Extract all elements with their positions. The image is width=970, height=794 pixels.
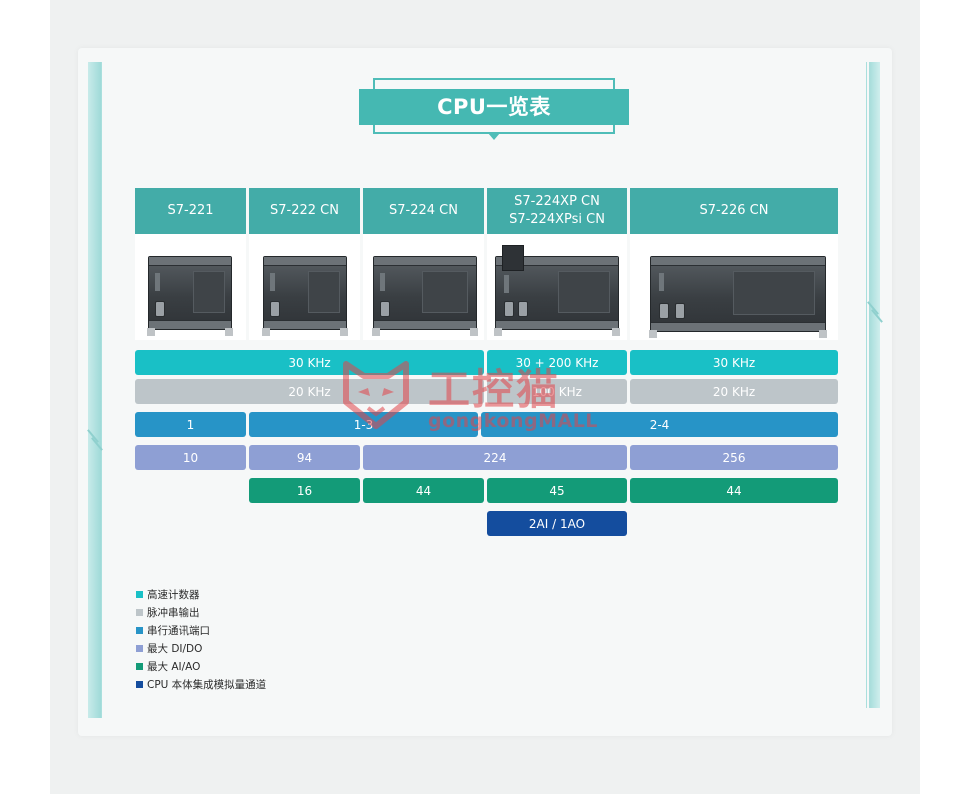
model-name-secondary: S7-224XPsi CN xyxy=(509,212,605,227)
cell-value: 30 KHz xyxy=(712,355,756,370)
plc-image xyxy=(147,256,233,336)
cell-value: 20 KHz xyxy=(288,384,331,399)
legend-item-hsc: 高速计数器 xyxy=(136,585,266,603)
legend-label: 脉冲串输出 xyxy=(147,606,200,619)
cell-value: 44 xyxy=(415,483,432,498)
page-title: CPU一览表 xyxy=(359,89,629,125)
cell-value: 224 xyxy=(483,450,507,465)
plc-image xyxy=(372,256,478,336)
cell-value: 30 + 200 KHz xyxy=(515,355,599,370)
model-name: S7-221 xyxy=(167,203,214,218)
legend-swatch xyxy=(136,644,143,652)
plc-image xyxy=(649,256,827,338)
legend-label: 串行通讯端口 xyxy=(147,624,210,637)
serial-cell-b: 1-3 xyxy=(249,412,478,437)
cell-value: 20 KHz xyxy=(712,384,756,399)
cell-value: 2AI / 1AO xyxy=(528,516,586,531)
plc-image xyxy=(494,245,620,336)
plc-image xyxy=(262,256,348,336)
model-header-s7-224: S7-224 CN xyxy=(363,188,484,234)
hsc-cell-a: 30 KHz xyxy=(135,350,484,375)
legend-swatch xyxy=(136,680,143,688)
cell-value: 1 xyxy=(186,417,195,432)
legend-swatch xyxy=(136,590,143,598)
cell-value: 16 xyxy=(296,483,313,498)
legend-item-aiao: 最大 AI/AO xyxy=(136,657,266,675)
model-header-s7-221: S7-221 xyxy=(135,188,246,234)
product-image-s7-224 xyxy=(363,234,484,340)
serial-cell-c: 2-4 xyxy=(481,412,838,437)
product-image-s7-226 xyxy=(630,234,838,340)
dido-cell-a: 10 xyxy=(135,445,246,470)
model-header-s7-224xp: S7-224XP CN S7-224XPsi CN xyxy=(487,188,627,234)
legend-swatch xyxy=(136,662,143,670)
legend-swatch xyxy=(136,626,143,634)
legend-item-serial: 串行通讯端口 xyxy=(136,621,266,639)
model-header-s7-226: S7-226 CN xyxy=(630,188,838,234)
cell-value: 94 xyxy=(296,450,313,465)
legend-label: 最大 AI/AO xyxy=(147,660,201,673)
model-name: S7-224 CN xyxy=(389,203,458,218)
pulse-cell-c: 20 KHz xyxy=(630,379,838,404)
cell-value: 45 xyxy=(549,483,565,498)
legend-item-dido: 最大 DI/DO xyxy=(136,639,266,657)
title-pointer xyxy=(488,133,500,140)
product-image-s7-221 xyxy=(135,234,246,340)
left-decor-rail xyxy=(88,62,101,718)
dido-cell-d: 256 xyxy=(630,445,838,470)
dido-cell-c: 224 xyxy=(363,445,627,470)
legend-label: CPU 本体集成模拟量通道 xyxy=(147,678,267,691)
right-decor-rail xyxy=(869,62,880,708)
pulse-cell-a: 20 KHz xyxy=(135,379,484,404)
hsc-cell-c: 30 KHz xyxy=(630,350,838,375)
left-decor-line xyxy=(101,62,102,718)
legend-item-analog: CPU 本体集成模拟量通道 xyxy=(136,675,266,693)
cell-value: 2-4 xyxy=(649,417,670,432)
legend-label: 最大 DI/DO xyxy=(147,642,203,655)
analog-cell: 2AI / 1AO xyxy=(487,511,627,536)
serial-cell-a: 1 xyxy=(135,412,246,437)
right-decor-line xyxy=(866,62,867,708)
model-header-s7-222: S7-222 CN xyxy=(249,188,360,234)
aiao-cell-a: 16 xyxy=(249,478,360,503)
product-image-s7-224xp xyxy=(487,234,627,340)
product-image-s7-222 xyxy=(249,234,360,340)
model-name: S7-222 CN xyxy=(270,203,339,218)
cell-value: 10 xyxy=(182,450,199,465)
cell-value: 44 xyxy=(726,483,742,498)
legend-label: 高速计数器 xyxy=(147,588,200,601)
aiao-cell-c: 45 xyxy=(487,478,627,503)
aiao-cell-d: 44 xyxy=(630,478,838,503)
model-name: S7-224XP CN xyxy=(514,194,600,209)
cell-value: 1-3 xyxy=(353,417,374,432)
legend-item-pulse: 脉冲串输出 xyxy=(136,603,266,621)
model-name: S7-226 CN xyxy=(699,203,769,218)
legend-swatch xyxy=(136,608,143,616)
cell-value: 100 KHz xyxy=(532,384,582,399)
cell-value: 30 KHz xyxy=(288,355,331,370)
hsc-cell-b: 30 + 200 KHz xyxy=(487,350,627,375)
dido-cell-b: 94 xyxy=(249,445,360,470)
aiao-cell-b: 44 xyxy=(363,478,484,503)
pulse-cell-b: 100 KHz xyxy=(487,379,627,404)
cell-value: 256 xyxy=(722,450,746,465)
legend: 高速计数器 脉冲串输出 串行通讯端口 最大 DI/DO 最大 AI/AO CPU… xyxy=(136,585,266,693)
